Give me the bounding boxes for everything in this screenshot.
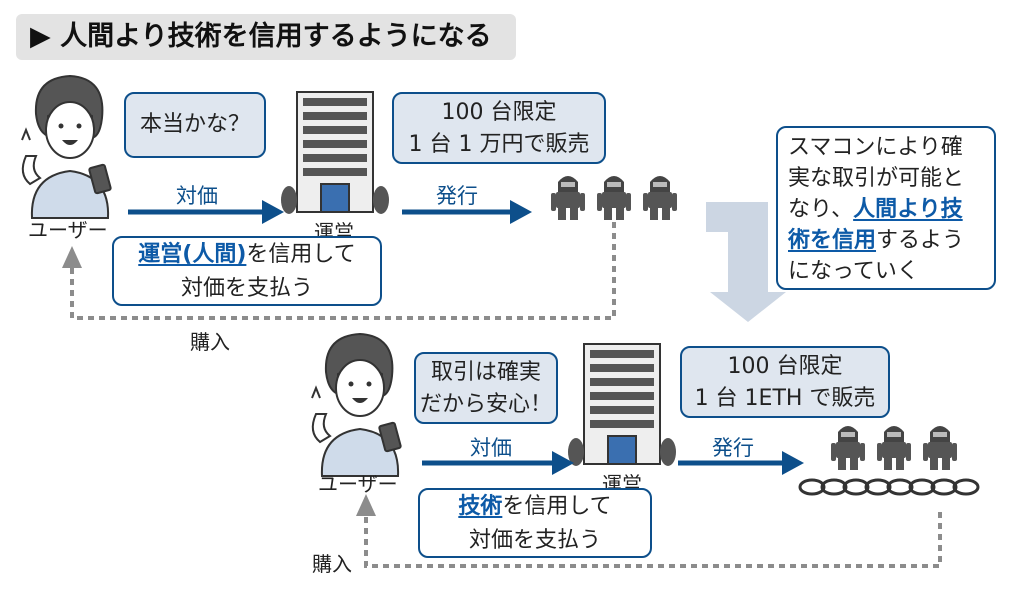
purchase-label-bottom: 購入: [312, 552, 352, 576]
user-figure-top: [21, 75, 113, 219]
robots-bottom: [831, 426, 957, 470]
user-label-top: ユーザー: [28, 218, 108, 242]
pay-label-top: 対価: [176, 184, 218, 208]
pay-label-bottom: 対価: [470, 436, 512, 460]
purchase-label-top: 購入: [190, 330, 230, 354]
trust-note-bottom: 技術を信用して 対価を支払う: [418, 488, 652, 558]
operator-building-bottom: [567, 343, 677, 467]
operator-building-top: [280, 91, 390, 215]
issue-label-top: 発行: [436, 184, 478, 208]
user-bubble-top: 本当かな？: [124, 92, 266, 158]
title-text: 人間より技術を信用するようになる: [60, 21, 492, 52]
robots-top: [551, 176, 677, 220]
user-figure-bottom: [311, 333, 403, 477]
operator-bubble-top: 100 台限定 1 台 1 万円で販売: [392, 92, 606, 164]
purchase-loop-top: [70, 222, 616, 320]
section-title: ▶ 人間より技術を信用するようになる: [16, 14, 516, 60]
chain-icon: [798, 478, 980, 496]
side-note: スマコンにより確 実な取引が可能と なり、人間より技 術を信用するよう になって…: [776, 126, 996, 290]
user-bubble-bottom: 取引は確実 だから安心！: [414, 352, 558, 424]
transition-arrow: [706, 202, 786, 322]
issue-label-bottom: 発行: [712, 436, 754, 460]
trust-note-top: 運営(人間)を信用して 対価を支払う: [112, 236, 382, 306]
operator-bubble-bottom: 100 台限定 1 台 1ETH で販売: [680, 346, 890, 418]
purchase-loop-bottom: [364, 512, 942, 568]
user-label-bottom: ユーザー: [318, 472, 398, 496]
